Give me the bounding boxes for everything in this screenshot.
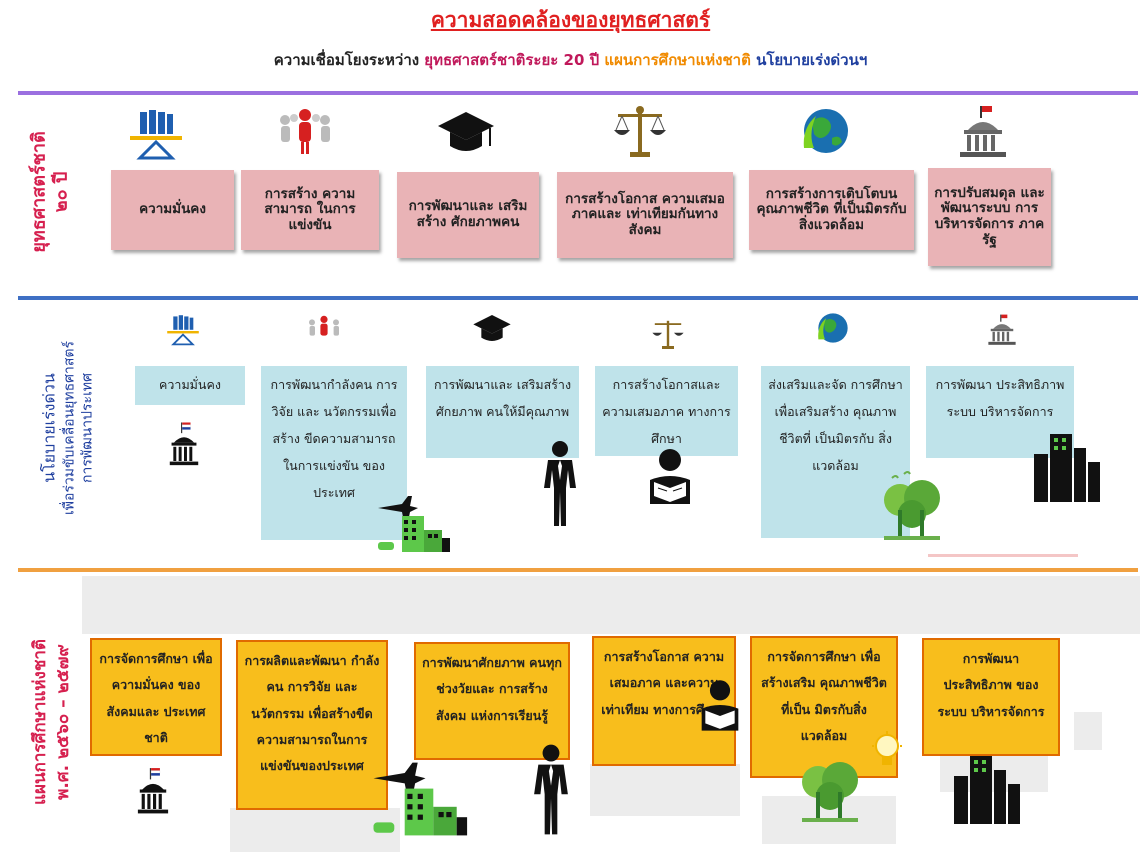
education-plan-box-5: การจัดการศึกษา เพื่อสร้างเสริม คุณภาพชีว… bbox=[750, 636, 898, 778]
section3-gray-band bbox=[82, 576, 1140, 634]
graduation-cap-icon bbox=[472, 312, 512, 346]
strategy-box-4: การสร้างโอกาส ความเสมอภาคและ เท่าเทียมกั… bbox=[557, 172, 733, 258]
forest-trees-icon bbox=[878, 470, 944, 542]
page-subtitle: ความเชื่อมโยงระหว่าง ยุทธศาสตร์ชาติระยะ … bbox=[0, 48, 1141, 72]
education-plan-box-3: การพัฒนาศักยภาพ คนทุกช่วงวัยและ การสร้าง… bbox=[414, 642, 570, 760]
education-plan-box-4: การสร้างโอกาส ความเสมอภาค และความ เท่าเท… bbox=[592, 636, 736, 766]
strategy-box-5: การสร้างการเติบโตบน คุณภาพชีวิต ที่เป็นม… bbox=[749, 170, 914, 250]
policy-box-4: การสร้างโอกาสและ ความเสมอภาค ทางการศึกษา bbox=[595, 366, 738, 456]
reading-person-icon bbox=[698, 676, 742, 734]
globe-leaf-icon bbox=[798, 104, 854, 158]
businessman-icon bbox=[542, 440, 578, 528]
government-building-icon bbox=[168, 418, 200, 472]
city-buildings-icon bbox=[1032, 428, 1102, 502]
strategy-box-3: การพัฒนาและ เสริมสร้าง ศักยภาพคน bbox=[397, 172, 539, 258]
section3-label: แผนการศึกษาแห่งชาติ พ.ศ. ๒๕๖๐ – ๒๕๗๙ bbox=[29, 639, 75, 805]
policy-box-3: การพัฒนาและ เสริมสร้างศักยภาพ คนให้มีคุณ… bbox=[426, 366, 579, 458]
city-buildings-icon bbox=[952, 748, 1022, 826]
subtitle-part-urgent-policy: นโยบายเร่งด่วนฯ bbox=[756, 51, 868, 69]
policy-box-6-underline bbox=[928, 554, 1078, 557]
strategy-box-1: ความมั่นคง bbox=[111, 170, 234, 250]
government-building-icon bbox=[956, 104, 1010, 160]
businessman-icon bbox=[532, 742, 570, 838]
scales-columns-icon bbox=[166, 314, 200, 348]
policy-box-5: ส่งเสริมและจัด การศึกษา เพื่อเสริมสร้าง … bbox=[761, 366, 910, 538]
gray-patch bbox=[230, 808, 400, 852]
city-airplane-icon bbox=[374, 494, 452, 554]
section2-label-line1: นโยบายเร่งด่วน bbox=[39, 373, 59, 483]
section1-label-line1: ยุทธศาสตร์ชาติ bbox=[28, 131, 50, 253]
gray-patch bbox=[590, 764, 740, 816]
light-bulb-icon bbox=[872, 730, 902, 774]
education-plan-box-1: การจัดการศึกษา เพื่อความมั่นคง ของสังคมแ… bbox=[90, 638, 222, 756]
education-plan-box-2: การผลิตและพัฒนา กำลังคน การวิจัย และนวัต… bbox=[236, 640, 388, 810]
subtitle-part-national-strategy: ยุทธศาสตร์ชาติระยะ 20 ปี bbox=[424, 51, 600, 69]
forest-trees-icon bbox=[796, 752, 862, 824]
subtitle-part-education-plan: แผนการศึกษาแห่งชาติ bbox=[604, 51, 751, 69]
graduation-cap-icon bbox=[436, 108, 496, 158]
policy-box-1: ความมั่นคง bbox=[135, 366, 245, 405]
government-building-icon bbox=[986, 312, 1018, 348]
team-leader-icon bbox=[306, 314, 342, 344]
section3-label-line1: แผนการศึกษาแห่งชาติ bbox=[30, 639, 51, 805]
government-building-icon bbox=[136, 762, 170, 822]
section1-divider bbox=[18, 91, 1138, 95]
globe-leaf-icon bbox=[814, 310, 852, 346]
gray-patch bbox=[1074, 712, 1102, 750]
justice-scale-icon bbox=[650, 316, 686, 352]
reading-person-icon bbox=[646, 446, 694, 506]
strategy-box-2: การสร้าง ความสามารถ ในการแข่งขัน bbox=[241, 170, 379, 250]
scales-columns-icon bbox=[128, 108, 184, 164]
section3-divider bbox=[18, 568, 1138, 572]
section2-label: นโยบายเร่งด่วน เพื่อร่วมขับเคลื่อนยุทธศา… bbox=[39, 341, 96, 515]
section3-label-line2: พ.ศ. ๒๕๖๐ – ๒๕๗๙ bbox=[53, 644, 73, 800]
strategy-box-6: การปรับสมดุล และพัฒนาระบบ การบริหารจัดกา… bbox=[928, 168, 1051, 266]
section2-divider bbox=[18, 296, 1138, 300]
page-title: ความสอดคล้องของยุทธศาสตร์ bbox=[430, 8, 711, 32]
education-plan-box-6: การพัฒนา ประสิทธิภาพ ของระบบ บริหารจัดกา… bbox=[922, 638, 1060, 756]
section2-label-line2: เพื่อร่วมขับเคลื่อนยุทธศาสตร์ bbox=[61, 340, 78, 516]
city-airplane-icon bbox=[368, 760, 470, 838]
subtitle-prefix: ความเชื่อมโยงระหว่าง bbox=[273, 51, 420, 69]
section1-label-line2: ๒๐ ปี bbox=[50, 171, 71, 213]
justice-scale-icon bbox=[610, 104, 670, 160]
policy-box-2: การพัฒนากำลังคน การวิจัย และ นวัตกรรมเพื… bbox=[261, 366, 407, 540]
section1-label: ยุทธศาสตร์ชาติ ๒๐ ปี bbox=[28, 131, 71, 252]
section2-label-line3: การพัฒนาประเทศ bbox=[79, 373, 96, 484]
team-leader-icon bbox=[275, 106, 335, 156]
policy-box-6: การพัฒนา ประสิทธิภาพระบบ บริหารจัดการ bbox=[926, 366, 1074, 458]
